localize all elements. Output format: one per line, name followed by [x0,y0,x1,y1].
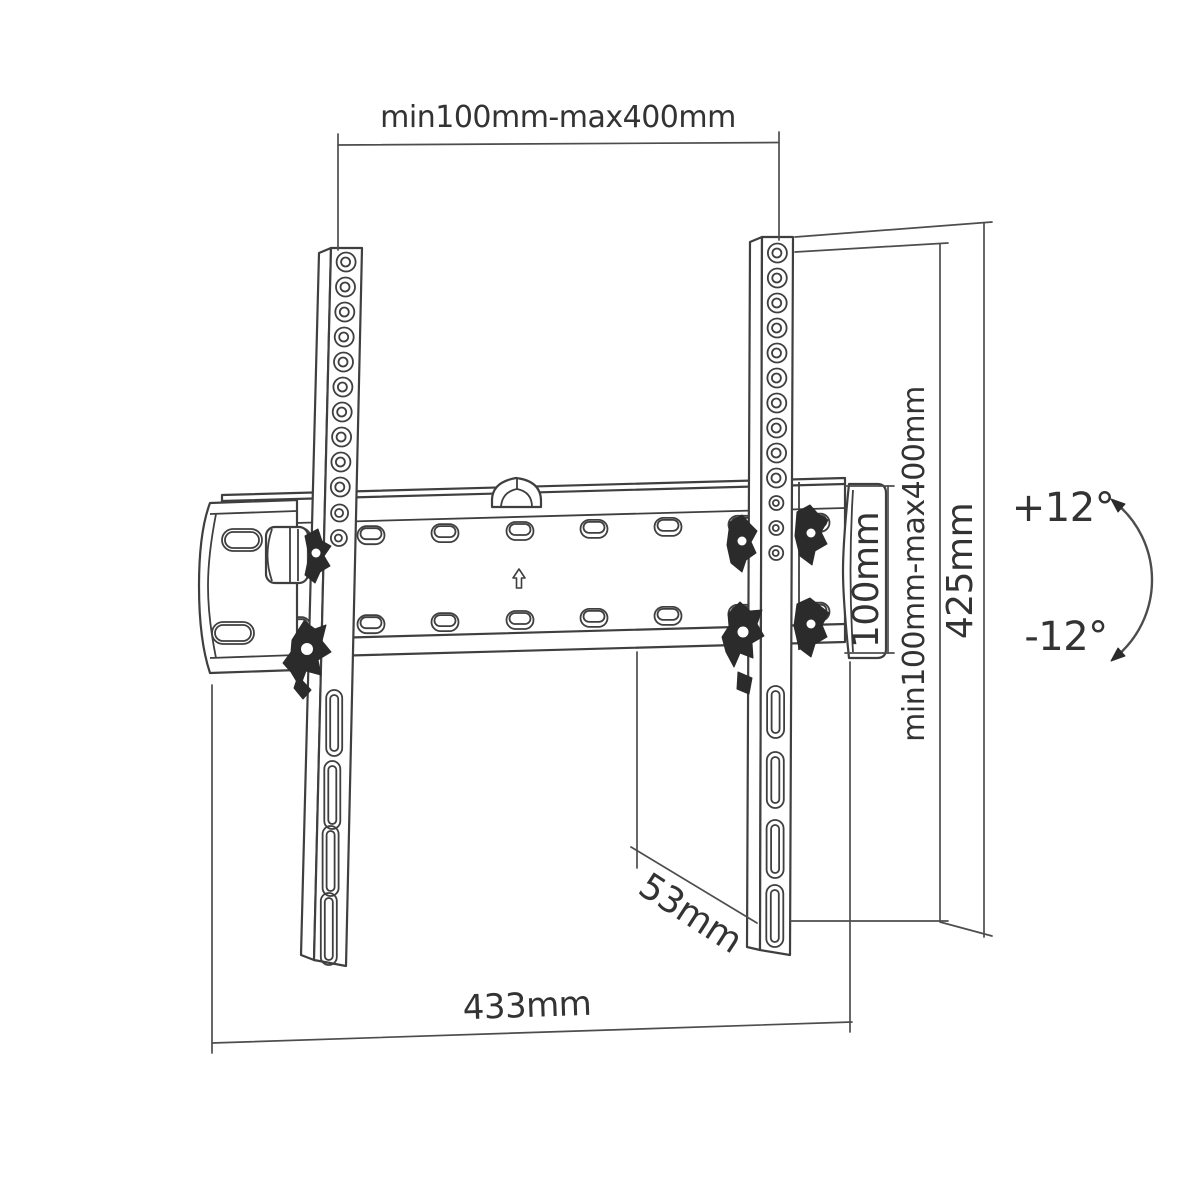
right-end-plate [841,482,888,660]
dimension-annotations [211,131,1154,1054]
dim-vesa-height-range [789,242,949,922]
right-bracket-slots [765,685,785,948]
right-bracket-holes [766,242,788,561]
right-tv-bracket [745,235,795,957]
vesa-height-min-label: 100mm [846,511,887,649]
dim-vesa-width [337,131,780,251]
right-lock-clips [721,504,830,695]
tilt-arc [1110,498,1154,662]
up-arrow-marker [512,568,526,589]
dim-overall-width [211,661,853,1054]
vesa-height-range-label: min100mm-max400mm [897,386,932,742]
tilt-up-label: +12° [1011,485,1115,531]
left-tv-bracket [299,246,364,968]
left-bracket-holes [329,251,357,547]
vesa-width-label: min100mm-max400mm [380,100,736,135]
tension-knob [264,525,332,585]
mounting-hook [490,476,543,509]
dim-vesa-height-min [844,485,895,654]
left-lock-clip [282,620,332,700]
overall-height-label: 425mm [940,502,981,640]
tilt-down-label: -12° [1024,614,1108,660]
overall-width-label: 433mm [462,983,592,1029]
left-bracket-slots [319,689,344,966]
dim-profile-depth [630,651,758,924]
dim-overall-height [794,221,993,938]
